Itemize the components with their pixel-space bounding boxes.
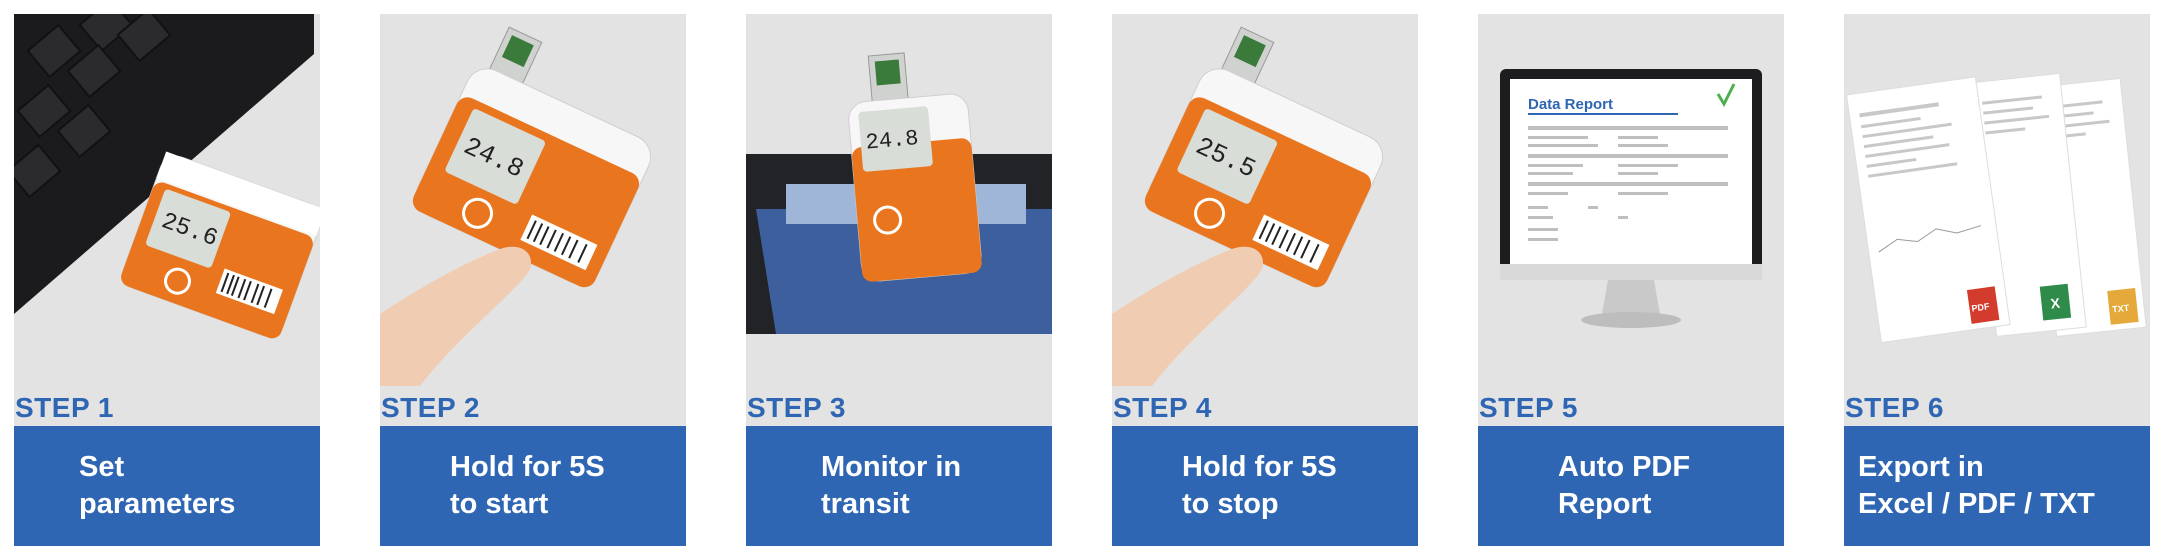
step-description-box: Hold for 5S to start — [380, 426, 686, 546]
step-label: STEP 2 — [381, 392, 480, 423]
step-description-box: Auto PDF Report — [1478, 426, 1784, 546]
step-label: STEP 1 — [15, 392, 114, 423]
export-files-icon: TXT X PDF — [1844, 14, 2150, 386]
step-card-5: Data Report STEP 5 Auto PD — [1478, 14, 1784, 546]
step-description: Hold for 5S to start — [450, 451, 605, 520]
step-description-box: Monitor in transit — [746, 426, 1052, 546]
monitor-report-icon: Data Report — [1478, 14, 1784, 386]
step-card-6: TXT X PDF STEP 6 Export in Excel / PDF /… — [1844, 14, 2150, 546]
step-card-4: 25.5 STEP 4 Hold for 5S to stop — [1112, 14, 1418, 546]
txt-badge: TXT — [2112, 303, 2130, 315]
step-description: Hold for 5S to stop — [1182, 451, 1337, 520]
step-description: Set parameters — [79, 451, 236, 520]
excel-badge: X — [2050, 295, 2062, 312]
finger-press-icon: 25.5 — [1112, 14, 1418, 386]
logger-in-box-icon: 24.8 — [746, 14, 1052, 386]
finger-press-icon: 24.8 — [380, 14, 686, 386]
step-card-1: 25.6 STEP 1 Set parameters — [14, 14, 320, 546]
step-description-box: Hold for 5S to stop — [1112, 426, 1418, 546]
step-card-3: 24.8 STEP 3 Monitor in transit — [746, 14, 1052, 546]
step-description: Auto PDF Report — [1558, 451, 1691, 520]
step-label: STEP 3 — [747, 392, 846, 423]
step-card-2: 24.8 STEP 2 Hold for 5S to start — [380, 14, 686, 546]
pdf-badge: PDF — [1971, 301, 1991, 313]
step-description-box: Set parameters — [14, 426, 320, 546]
step-label: STEP 4 — [1113, 392, 1212, 423]
usb-laptop-icon: 25.6 — [14, 14, 320, 386]
step-description-box: Export in Excel / PDF / TXT — [1844, 426, 2150, 546]
step-label: STEP 6 — [1845, 392, 1944, 423]
step-description: Monitor in transit — [821, 451, 962, 520]
lcd-reading: 24.8 — [865, 126, 920, 156]
step-label: STEP 5 — [1479, 392, 1578, 423]
report-title: Data Report — [1528, 96, 1613, 113]
step-description: Export in Excel / PDF / TXT — [1858, 451, 2095, 520]
